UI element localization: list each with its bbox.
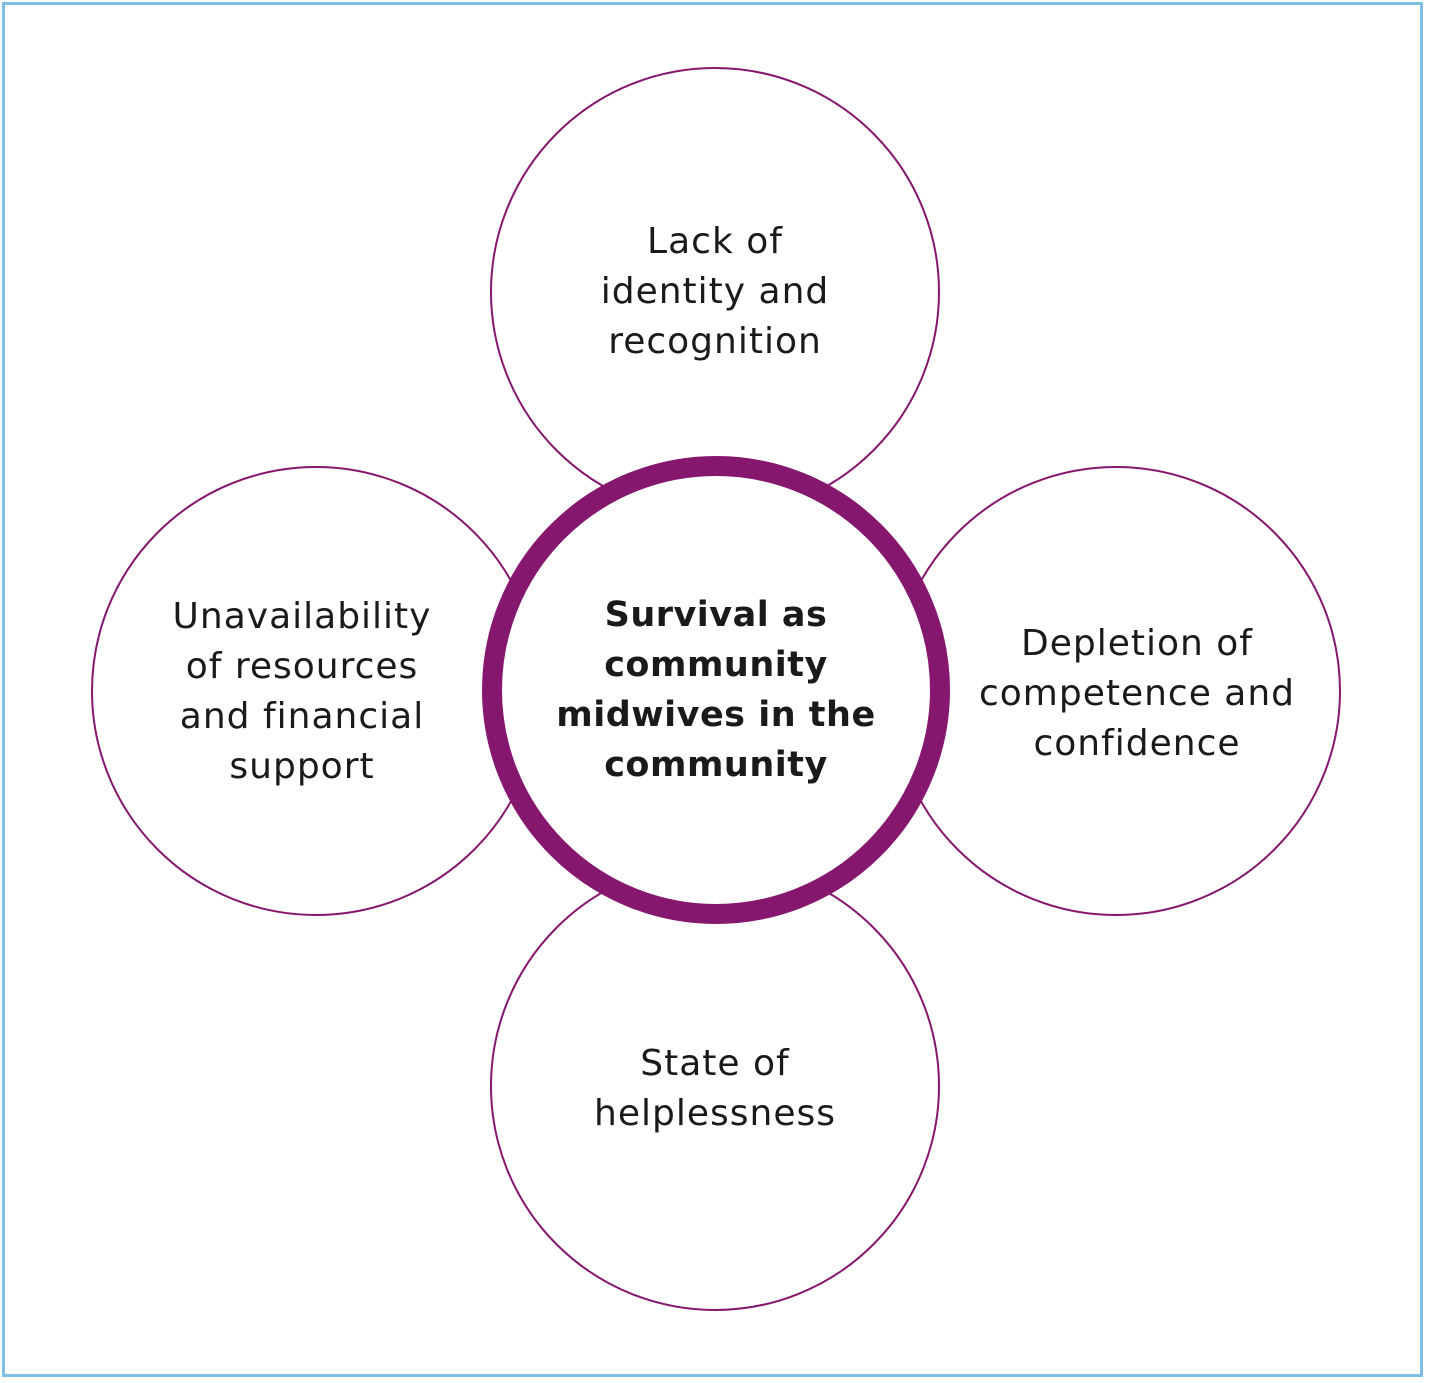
circle-center bbox=[482, 456, 950, 924]
node-top-line-1: Lack of bbox=[647, 221, 783, 262]
center-label: Survival as community midwives in the co… bbox=[536, 590, 896, 790]
node-left-line-4: support bbox=[229, 746, 375, 787]
center-line-1: Survival as bbox=[604, 595, 828, 635]
node-left-label: Unavailability of resources and financia… bbox=[122, 592, 482, 792]
node-bottom-label: State of helplessness bbox=[515, 1039, 915, 1139]
center-line-3: midwives in the bbox=[556, 695, 876, 735]
node-bottom-line-1: State of bbox=[640, 1043, 790, 1084]
node-right-label: Depletion of competence and confidence bbox=[947, 594, 1327, 794]
node-left-line-2: of resources bbox=[185, 646, 419, 687]
center-line-2: community bbox=[604, 645, 828, 685]
node-top-label: Lack of identity and recognition bbox=[515, 192, 915, 392]
node-right-line-3: confidence bbox=[1033, 723, 1241, 764]
center-line-4: community bbox=[604, 745, 828, 785]
node-right-line-1: Depletion of bbox=[1021, 623, 1253, 664]
node-left-line-1: Unavailability bbox=[172, 596, 432, 637]
node-top-line-3: recognition bbox=[608, 321, 822, 362]
node-right-line-2: competence and bbox=[978, 673, 1296, 714]
node-bottom-line-2: helplessness bbox=[594, 1093, 836, 1134]
node-top-line-2: identity and bbox=[600, 271, 830, 312]
node-left-line-3: and financial bbox=[179, 696, 425, 737]
